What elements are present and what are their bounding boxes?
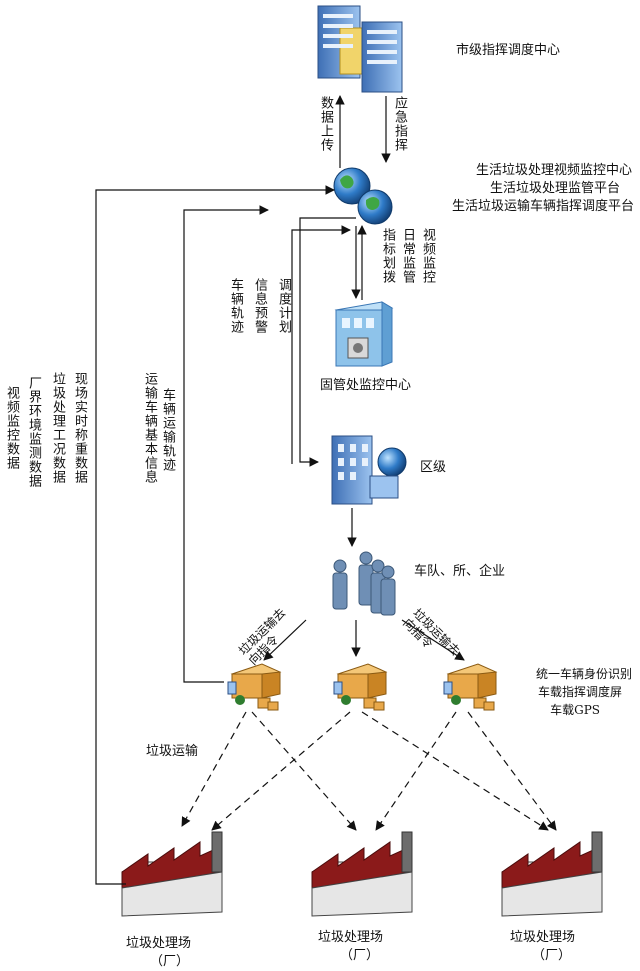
data-upload-label: 数据上传 xyxy=(318,96,333,152)
truck-icon xyxy=(227,663,282,711)
factory-icon xyxy=(121,831,223,917)
platform-label-3: 生活垃圾运输车辆指挥调度平台 xyxy=(451,199,634,214)
platform-label-1: 生活垃圾处理视频监控中心 xyxy=(475,163,632,178)
transport-routes xyxy=(181,711,557,831)
city-center-label: 市级指挥调度中心 xyxy=(456,43,561,58)
plant-video-label: 视频监控数据 xyxy=(4,386,19,470)
globe-icon xyxy=(333,167,393,225)
people-group-icon xyxy=(332,551,396,616)
truck-info-3: 车载GPS xyxy=(550,703,600,717)
server-towers-icon xyxy=(317,5,403,93)
garbage-transport-label: 垃圾运输 xyxy=(146,744,199,759)
edge-dispatch-plan xyxy=(299,217,356,467)
edge-plant-data xyxy=(95,185,335,885)
edge-direction-left xyxy=(263,619,307,661)
vehicle-info-label: 运输车辆基本信息 xyxy=(142,372,157,484)
site-weighing-label: 现场实时称重数据 xyxy=(72,372,87,484)
daily-supervision-label: 日常监管 xyxy=(400,228,415,284)
fleet-label: 车队、所、企业 xyxy=(414,564,506,579)
transport-track-label: 车辆运输轨迹 xyxy=(160,388,175,472)
plant-label-right: 垃圾处理场 xyxy=(510,930,576,945)
factory-icon xyxy=(311,831,413,917)
indicator-allocation-label: 指标划拨 xyxy=(380,228,395,284)
edge-transport-track xyxy=(183,205,269,683)
env-monitoring-label: 厂界环境监测数据 xyxy=(26,376,41,488)
info-warning-label: 信息预警 xyxy=(252,278,267,334)
district-building-icon xyxy=(331,435,407,505)
plant-sub-left: （厂） xyxy=(150,954,190,969)
edge-direction-right xyxy=(401,619,465,661)
solid-center-label: 固管处监控中心 xyxy=(320,378,412,393)
emergency-command-label: 应急指挥 xyxy=(392,96,407,152)
monitoring-building-icon xyxy=(334,301,394,367)
vehicle-track-label: 车辆轨迹 xyxy=(228,278,243,334)
factory-icon xyxy=(501,831,603,917)
plant-sub-middle: （厂） xyxy=(340,948,380,963)
truck-info-2: 车载指挥调度屏 xyxy=(537,685,622,699)
video-monitoring-label: 视频监控 xyxy=(420,228,435,284)
truck-icon xyxy=(443,663,498,711)
plant-sub-right: （厂） xyxy=(532,948,572,963)
edge-vehicle-track xyxy=(291,225,351,464)
process-status-label: 垃圾处理工况数据 xyxy=(50,372,65,484)
truck-info-1: 统一车辆身份识别 xyxy=(535,667,632,681)
plant-label-left: 垃圾处理场 xyxy=(126,936,192,951)
plant-label-middle: 垃圾处理场 xyxy=(318,930,384,945)
truck-icon xyxy=(333,663,388,711)
district-label: 区级 xyxy=(420,460,447,475)
platform-label-2: 生活垃圾处理监管平台 xyxy=(489,181,620,196)
dispatch-plan-label: 调度计划 xyxy=(276,278,291,334)
